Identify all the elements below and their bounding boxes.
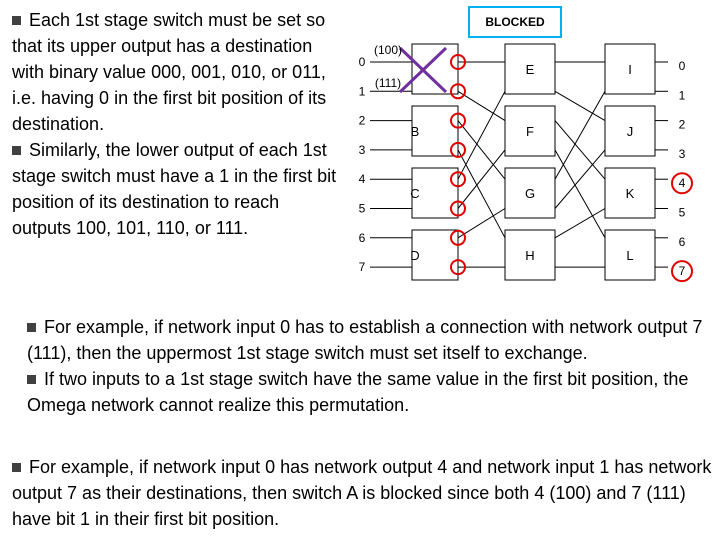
switch-label-j: J (627, 124, 634, 139)
bullet-text-3: For example, if network input 0 has to e… (27, 317, 703, 363)
input-label-1: 1 (359, 84, 366, 98)
switch-box (504, 167, 556, 219)
bullet-text-4: If two inputs to a 1st stage switch have… (27, 369, 689, 415)
bullet-item-2: Similarly, the lower output of each 1st … (12, 137, 342, 241)
shuffle-wire (554, 120, 606, 180)
bullet-item-1: Each 1st stage switch must be set so tha… (12, 7, 342, 137)
marker-circle (450, 171, 466, 188)
switch-label-i: I (628, 62, 632, 77)
input-label-2: 2 (359, 114, 366, 128)
shuffle-wire (457, 120, 506, 180)
switch-box (604, 229, 656, 281)
input-label-5: 5 (359, 202, 366, 216)
input-label-3: 3 (359, 143, 366, 157)
switch-label-e: E (526, 62, 535, 77)
switch-label-d: D (410, 248, 419, 263)
switch-label-g: G (525, 186, 535, 201)
switch-label-c: C (410, 186, 419, 201)
marker-circle (450, 112, 466, 129)
output-label-1: 1 (679, 88, 686, 102)
switch-box (604, 167, 656, 219)
shuffle-wire (554, 149, 606, 209)
shuffle-wire (457, 91, 506, 180)
input-label-6: 6 (359, 231, 366, 245)
shuffle-wire (554, 208, 606, 239)
blocked-label: BLOCKED (468, 6, 562, 38)
output-marker-circle (671, 172, 693, 195)
output-label-2: 2 (679, 118, 686, 132)
shuffle-wire (554, 149, 606, 239)
bullet-icon (12, 146, 21, 155)
marker-circle (450, 141, 466, 158)
input-label-0: 0 (359, 55, 366, 69)
switch-box (604, 105, 656, 157)
shuffle-wire (457, 149, 506, 209)
path-annotation-1: (111) (375, 76, 401, 90)
marker-circle (450, 200, 466, 217)
shuffle-wire (554, 91, 606, 180)
marker-circle (450, 83, 466, 100)
switch-label-l: L (626, 248, 633, 263)
switch-label-f: F (526, 124, 534, 139)
output-label-0: 0 (679, 59, 686, 73)
bullet-icon (12, 463, 21, 472)
bullet-text-1: Each 1st stage switch must be set so tha… (12, 10, 327, 134)
switch-label-k: K (626, 186, 635, 201)
marker-circle (450, 259, 466, 276)
switch-box (504, 105, 556, 157)
bullet-text-5: For example, if network input 0 has netw… (12, 457, 712, 529)
bullet-item-3: For example, if network input 0 has to e… (27, 314, 707, 366)
switch-box (411, 43, 459, 95)
output-marker-circle (671, 260, 693, 283)
output-label-7: 7 (679, 264, 686, 278)
shuffle-wire (554, 90, 606, 122)
marker-circle (450, 229, 466, 246)
bullet-item-4: If two inputs to a 1st stage switch have… (27, 366, 707, 418)
final-text-block: For example, if network input 0 has netw… (12, 454, 712, 532)
shuffle-wire (457, 149, 506, 239)
output-label-3: 3 (679, 147, 686, 161)
path-annotation-0: (100) (374, 43, 402, 57)
output-label-4: 4 (679, 176, 686, 190)
output-label-5: 5 (679, 206, 686, 220)
bullet-item-5: For example, if network input 0 has netw… (12, 454, 712, 532)
bottom-text-block: For example, if network input 0 has to e… (27, 314, 707, 418)
shuffle-wire (457, 90, 506, 122)
left-text-block: Each 1st stage switch must be set so tha… (12, 7, 342, 241)
bullet-icon (27, 375, 36, 384)
switch-label-h: H (525, 248, 534, 263)
output-label-6: 6 (679, 235, 686, 249)
switch-box (604, 43, 656, 95)
blocked-cross-line (398, 46, 448, 94)
bullet-icon (12, 16, 21, 25)
switch-label-b: B (411, 124, 420, 139)
input-label-4: 4 (359, 172, 366, 186)
shuffle-wire (457, 208, 506, 239)
bullet-text-2: Similarly, the lower output of each 1st … (12, 140, 337, 238)
marker-circle (450, 54, 466, 70)
input-label-7: 7 (359, 260, 366, 274)
switch-box (504, 43, 556, 95)
switch-box (504, 229, 556, 281)
bullet-icon (27, 323, 36, 332)
